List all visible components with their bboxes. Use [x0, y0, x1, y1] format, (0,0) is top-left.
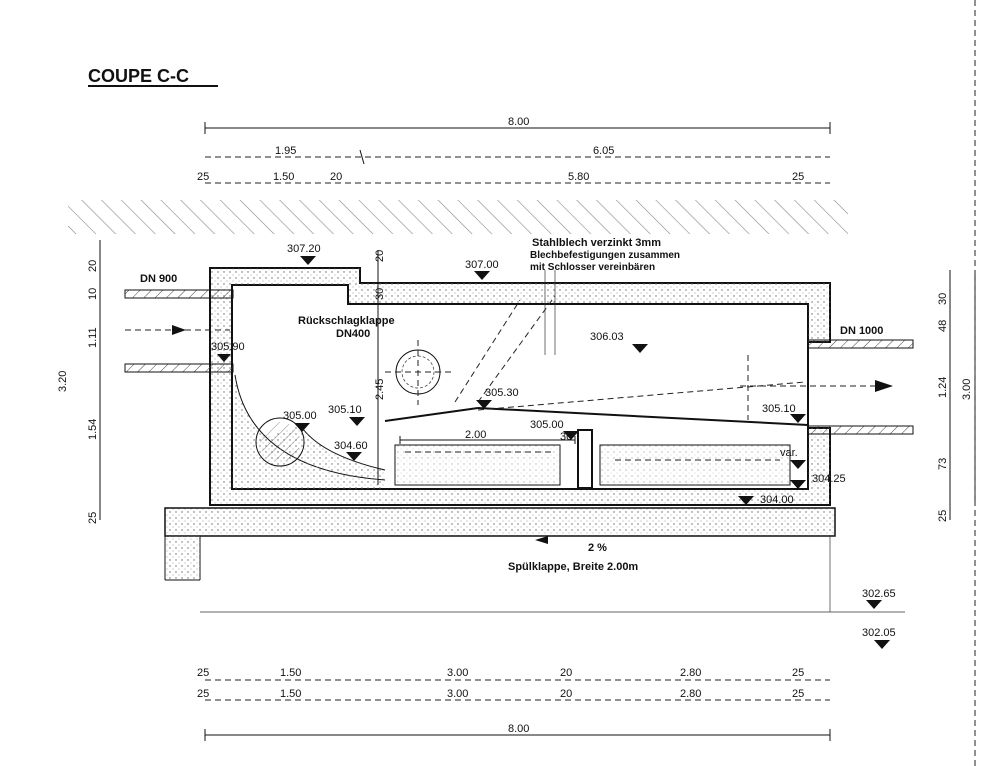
dim-a: 1.95 [275, 145, 296, 157]
dim-b2-0: 25 [197, 688, 209, 700]
level-305-00-a: 305.00 [283, 410, 317, 422]
level-307-20: 307.20 [287, 243, 321, 255]
dim-b2-1: 1.50 [280, 688, 301, 700]
dim-total-bottom: 8.00 [508, 723, 529, 735]
dim-b2-5: 25 [792, 688, 804, 700]
valve-size: DN400 [336, 328, 370, 340]
dim-b1-2: 3.00 [447, 667, 468, 679]
right-dimensions: 30 48 1.24 3.00 73 25 [937, 270, 976, 522]
dim-b1-1: 1.50 [280, 667, 301, 679]
dim-b1-3: 20 [560, 667, 572, 679]
inner-dimensions: 20 30 2.45 2.00 30 var. [374, 250, 798, 485]
level-304-60: 304.60 [334, 440, 368, 452]
dim-c4: 5.80 [568, 171, 589, 183]
sump-channel [394, 429, 791, 489]
dim-b1-5: 25 [792, 667, 804, 679]
dim-b: 6.05 [593, 145, 614, 157]
dn-out-label: DN 1000 [840, 325, 883, 337]
dim-left-h6: 25 [87, 512, 99, 524]
level-304-00: 304.00 [760, 494, 794, 506]
dim-b1-4: 2.80 [680, 667, 701, 679]
dim-left-h3: 1.11 [87, 327, 99, 348]
level-306-03: 306.03 [590, 331, 624, 343]
dim-b2-4: 2.80 [680, 688, 701, 700]
dim-v1: 20 [374, 250, 386, 262]
level-markers [217, 256, 890, 649]
dim-v3: 2.45 [374, 379, 386, 400]
dim-c5: 25 [792, 171, 804, 183]
dim-c2: 1.50 [273, 171, 294, 183]
level-307-00: 307.00 [465, 259, 499, 271]
level-305-90: 305.90 [211, 341, 245, 353]
ground-hatch [68, 200, 848, 234]
check-valve [385, 340, 455, 405]
dim-right-r1: 30 [937, 293, 949, 305]
level-labels: 307.20 307.00 306.03 305.90 305.30 305.0… [211, 243, 896, 639]
valve-label: Rückschlagklappe [298, 315, 395, 327]
dim-right-r5: 73 [937, 458, 949, 470]
level-305-30: 305.30 [485, 387, 519, 399]
dim-w1: 2.00 [465, 429, 486, 441]
top-dimensions: 8.00 1.95 6.05 25 1.50 20 5.80 25 [197, 116, 831, 184]
dim-b1-0: 25 [197, 667, 209, 679]
dim-c3: 20 [330, 171, 342, 183]
slope-label: 2 % [588, 542, 607, 554]
dim-left-h1: 20 [87, 260, 99, 272]
dim-b2-2: 3.00 [447, 688, 468, 700]
dn-in-label: DN 900 [140, 273, 177, 285]
level-302-05: 302.05 [862, 627, 896, 639]
note-sheet: Stahlblech verzinkt 3mm [532, 237, 661, 249]
note-locksmith: mit Schlosser vereinbären [530, 262, 655, 273]
dim-v4: 30 [560, 431, 572, 443]
note-fixing: Blechbefestigungen zusammen [530, 250, 680, 261]
dim-left-h4: 3.20 [57, 371, 69, 392]
drawing-title: COUPE C-C [88, 66, 189, 86]
flush-label: Spülklappe, Breite 2.00m [508, 561, 638, 573]
dim-var: var. [780, 447, 798, 459]
notes: Stahlblech verzinkt 3mm Blechbefestigung… [298, 237, 680, 573]
level-305-10-b: 305.10 [762, 403, 796, 415]
level-305-10-a: 305.10 [328, 404, 362, 416]
outlet-pipe: DN 1000 [740, 325, 914, 435]
dim-right-r6: 25 [937, 510, 949, 522]
level-302-65: 302.65 [862, 588, 896, 600]
level-304-25: 304.25 [812, 473, 846, 485]
inlet-pipe: DN 900 [124, 273, 234, 373]
left-dimensions: 20 10 1.11 3.20 1.54 25 [57, 240, 101, 524]
dim-right-r4: 3.00 [961, 379, 973, 400]
dim-c1: 25 [197, 171, 209, 183]
flush-valve-circle [255, 417, 305, 467]
level-305-00-b: 305.00 [530, 419, 564, 431]
dim-v2: 30 [374, 288, 386, 300]
dim-left-h5: 1.54 [87, 419, 99, 440]
dim-b2-3: 20 [560, 688, 572, 700]
dim-left-h2: 10 [87, 288, 99, 300]
dim-total-top: 8.00 [508, 116, 529, 128]
dim-right-r2: 48 [937, 320, 949, 332]
bottom-dimensions: 25 1.50 3.00 20 2.80 25 25 1.50 3.00 20 … [197, 667, 831, 741]
chamber-structure [164, 267, 836, 581]
dim-right-r3: 1.24 [937, 377, 949, 398]
